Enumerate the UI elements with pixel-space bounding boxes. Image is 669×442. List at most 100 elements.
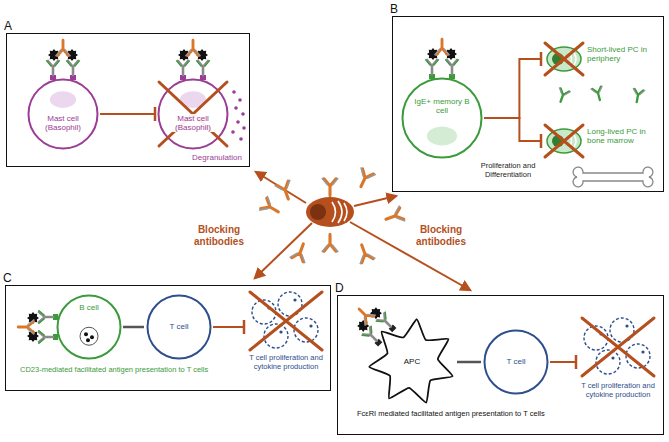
ige-allergen-complex — [425, 39, 459, 79]
heavy-chain — [39, 312, 53, 322]
plasma-cell: Long-lived PC in bone marrow — [543, 117, 659, 165]
cell-membrane — [159, 80, 228, 149]
cell-label: APC — [392, 357, 432, 366]
blocking-antibody — [322, 178, 338, 196]
t-cell: T cell — [146, 294, 212, 360]
cell-label: IgE+ memory B cell — [409, 97, 475, 115]
light-chain — [259, 196, 273, 214]
t-cell-cluster: T cell proliferation and cytokine produc… — [578, 316, 658, 416]
cell-membrane — [403, 79, 482, 158]
ige-allergen-complex — [46, 40, 80, 80]
ige-antibody — [196, 60, 210, 75]
cell-label: Short-lived PC in periphery — [587, 45, 657, 63]
t-cell: T cell — [483, 329, 549, 395]
light-chain — [632, 88, 645, 95]
ige-antibody — [445, 59, 459, 74]
connector — [484, 118, 541, 141]
heavy-chain — [277, 181, 294, 201]
cell-label: T cell proliferation and cytokine produc… — [579, 382, 657, 399]
heavy-chain — [592, 87, 604, 102]
granule — [231, 130, 235, 134]
mast-cell-blocked: Mast cell (Basophil) — [157, 78, 229, 150]
heavy-chain — [324, 234, 336, 251]
blocking-antibody — [322, 234, 338, 252]
heavy-chain — [292, 242, 309, 262]
light-chain — [176, 60, 190, 66]
light-chain — [557, 87, 570, 96]
light-chain — [435, 49, 450, 56]
secreted-ige — [555, 87, 571, 104]
blocking-antibody — [259, 196, 282, 219]
block-cross — [582, 318, 654, 376]
light-chain — [393, 206, 405, 224]
mast-cell: Mast cell (Basophil) — [27, 78, 99, 150]
panel-letter: A — [4, 20, 12, 34]
allergen — [367, 305, 384, 322]
allergen — [355, 317, 372, 334]
illustration-part — [310, 204, 326, 220]
light-chain — [66, 60, 80, 66]
cell-outline — [401, 77, 483, 159]
t-cell-cluster: T cell proliferation and cytokine produc… — [246, 290, 326, 386]
connector — [100, 113, 155, 115]
heavy-chain — [198, 61, 208, 75]
inhibition-bar — [575, 355, 578, 369]
inhibition-bar — [540, 134, 543, 148]
cell-membrane — [58, 296, 121, 359]
pathway-arrow — [354, 196, 396, 206]
connector — [457, 361, 481, 364]
secreted-ige — [591, 86, 606, 102]
cytokine — [279, 330, 282, 333]
mechanism-label: CD23-mediated facilitated antigen presen… — [20, 366, 236, 375]
plasma-cell: Short-lived PC in periphery — [543, 35, 659, 83]
blocking-antibody — [275, 180, 296, 202]
ige-antibody — [176, 60, 190, 75]
cell-membrane — [29, 80, 98, 149]
light-chain — [275, 180, 293, 192]
light-chain — [38, 310, 44, 324]
heavy-chain — [427, 60, 437, 74]
mechanism-label: FcεRI mediated facilitated antigen prese… — [357, 410, 587, 419]
illustration-part — [332, 201, 347, 223]
bone-marrow-bone — [573, 167, 653, 187]
heavy-chain — [447, 60, 457, 74]
cell-membrane — [485, 331, 548, 394]
pathway-arrow — [256, 172, 306, 203]
cell-label: Long-lived PC in bone marrow — [587, 127, 657, 145]
cell-label: Mast cell (Basophil) — [165, 114, 221, 132]
light-chain — [56, 50, 71, 57]
block-cross — [250, 292, 322, 350]
light-chain — [591, 86, 604, 94]
inhibition-bar — [540, 52, 543, 66]
heavy-chain — [261, 198, 282, 217]
ige-allergen-complex — [347, 297, 399, 349]
dendritic-outline — [369, 319, 452, 402]
heavy-chain — [632, 89, 643, 103]
ige-allergen-complex — [18, 310, 58, 344]
ige-allergen-complex — [176, 40, 210, 80]
light-chain — [361, 311, 376, 326]
blocking-label: Blocking antibodies — [188, 224, 250, 247]
cell-outline — [246, 290, 326, 386]
ige-antibody — [38, 330, 53, 344]
light-chain — [28, 320, 35, 335]
panel-letter: B — [390, 3, 398, 17]
light-chain — [322, 178, 338, 185]
cell-label: T cell — [154, 322, 204, 331]
ige-antibody — [66, 60, 80, 75]
panel-letter: D — [335, 282, 344, 296]
blocking-antibody — [56, 40, 71, 56]
panel: B cellT cellT cell proliferation and cyt… — [5, 285, 331, 391]
block-cross — [545, 125, 583, 157]
heavy-chain — [556, 88, 569, 103]
connector — [123, 326, 144, 329]
memory-b-cell: IgE+ memory B cell — [401, 77, 483, 159]
block-cross — [159, 82, 227, 146]
endosome — [80, 327, 98, 345]
cell-label: Mast cell (Basophil) — [35, 114, 91, 132]
panel: Mast cell (Basophil) Mast cell (Basophil)… — [6, 33, 250, 167]
granule — [241, 112, 245, 116]
connector-group — [484, 118, 541, 148]
